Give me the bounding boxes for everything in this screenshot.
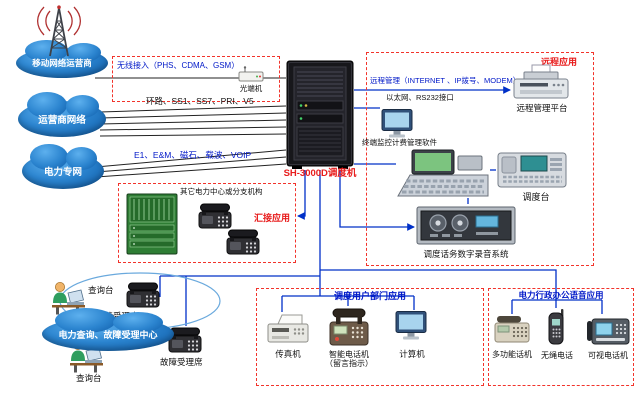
office-group xyxy=(488,288,634,386)
power-trunk-label: E1、E&M、磁石、载波、VOIP xyxy=(134,150,252,160)
tandem-group xyxy=(118,183,296,263)
department-group xyxy=(256,288,484,386)
mobile-operator-cloud: 移动网络运营商 xyxy=(16,40,108,78)
mobile-operator-label: 移动网络运营商 xyxy=(32,58,92,68)
telephone-icon xyxy=(168,326,202,353)
operator-trunk-label: 环路、SS1、SS7、PRI、V5 xyxy=(146,96,254,106)
remote-platform-label: 远程管理平台 xyxy=(516,103,568,113)
smart-phone-icon xyxy=(329,308,369,346)
video-phone-icon xyxy=(587,318,630,345)
telephone-icon xyxy=(126,281,160,308)
smart-phone-label: 智能电话机 xyxy=(329,350,369,359)
remote-mgmt-label: 远程管理（INTERNET 、IP拨号、MODEM） xyxy=(370,76,521,85)
department-title: 调度用户部门应用 xyxy=(333,291,406,301)
tandem-app-label: 汇接应用 xyxy=(254,213,291,223)
query-center-cloud: 电力查询、故障受理中心 xyxy=(42,308,174,351)
monitoring-computer-icon xyxy=(381,109,413,138)
power-private-network-cloud: 电力专网 xyxy=(22,143,104,189)
computer-label: 计算机 xyxy=(399,349,425,359)
optical-terminal-icon xyxy=(238,66,264,82)
fax-label: 传真机 xyxy=(275,349,301,359)
cordless-phone-label: 无绳电话 xyxy=(541,351,573,360)
remote-app-label: 远程应用 xyxy=(541,57,578,67)
wireless-access-group xyxy=(112,56,280,102)
tandem-title: 其它电力中心或分支机构 xyxy=(180,187,263,196)
optical-terminal-label: 光端机 xyxy=(239,84,263,93)
department-computer-icon xyxy=(395,311,427,340)
fax-machine-icon xyxy=(267,314,309,343)
telephone-icon xyxy=(198,202,232,229)
remote-group xyxy=(366,52,594,266)
pbx-cabinet-icon xyxy=(126,193,178,255)
query-console-label-2: 查询台 xyxy=(76,373,102,383)
operator-network-cloud: 运营商网络 xyxy=(18,91,106,137)
operator-network-label: 运营商网络 xyxy=(38,115,86,126)
dispatch-console-label: 调度台 xyxy=(522,192,550,202)
dispatch-switch-rack-icon xyxy=(286,60,354,169)
telephone-icon xyxy=(226,228,260,255)
smart-phone-sublabel: （留言指示） xyxy=(325,359,373,368)
power-private-network-label: 电力专网 xyxy=(43,167,82,178)
multifunction-phone-label: 多功能话机 xyxy=(492,350,532,359)
cordless-phone-icon xyxy=(548,309,564,345)
remote-platform-printer-icon xyxy=(513,64,569,99)
radio-tower-icon xyxy=(36,5,82,57)
query-center-label: 电力查询、故障受理中心 xyxy=(58,329,158,340)
monitoring-software-label: 终端监控计费管理软件 xyxy=(362,138,437,147)
dispatch-console-icon xyxy=(397,149,489,197)
voice-recorder-label: 调度话务数字录音系统 xyxy=(423,249,509,259)
multifunction-phone-icon xyxy=(494,316,530,343)
query-console-label: 查询台 xyxy=(88,285,114,295)
dispatch-console-2-icon xyxy=(497,152,567,188)
voice-recorder-icon xyxy=(416,206,516,245)
office-title: 电力行政办公语音应用 xyxy=(518,290,604,300)
video-phone-label: 可视电话机 xyxy=(588,351,628,360)
wireless-access-label: 无线接入（PHS、CDMA、GSM） xyxy=(117,61,240,70)
interface-label: 以太网、RS232接口 xyxy=(386,93,454,102)
fault-seat-label-2: 故障受理席 xyxy=(160,357,203,367)
dispatch-switch-label: SH-3000D调度机 xyxy=(283,168,357,179)
